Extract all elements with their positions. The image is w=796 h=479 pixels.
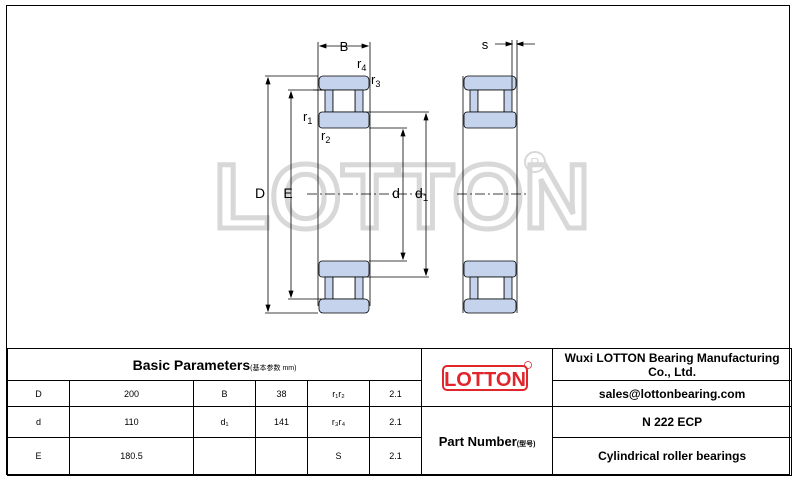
param-value: 141 — [255, 406, 308, 438]
param-key: S — [307, 436, 370, 477]
label-r4: r4 — [357, 56, 366, 73]
param-key: D — [7, 380, 70, 408]
label-B: B — [340, 39, 349, 54]
param-value: 110 — [69, 406, 194, 438]
param-key: r₁r₂ — [307, 380, 370, 408]
lotton-logo: LOTTON — [421, 347, 554, 408]
label-d: d — [392, 185, 400, 201]
part-number-value: N 222 ECP — [552, 406, 793, 438]
param-key: d₁ — [193, 406, 256, 438]
param-value: 2.1 — [368, 380, 423, 408]
datasheet: LOTTON R — [6, 5, 793, 477]
param-key — [193, 436, 256, 477]
company-email[interactable]: sales@lottonbearing.com — [552, 380, 793, 408]
param-key: d — [7, 406, 70, 438]
param-value: 2.1 — [368, 436, 423, 477]
label-r2: r2 — [321, 128, 330, 145]
bearing-drawing: LOTTON R — [211, 37, 593, 314]
param-value — [255, 436, 308, 477]
lotton-watermark: LOTTON R — [211, 144, 593, 251]
side-view — [457, 40, 535, 314]
svg-text:LOTTON: LOTTON — [214, 146, 591, 248]
basic-parameters-title: Basic Parameters(基本参数 mm) — [6, 347, 423, 382]
param-value: 38 — [255, 380, 308, 408]
parameter-table: Basic Parameters(基本参数 mm) LOTTON Wuxi LO… — [6, 347, 793, 477]
label-s: s — [482, 37, 489, 52]
param-key: B — [193, 380, 256, 408]
bearing-type: Cylindrical roller bearings — [552, 436, 793, 477]
param-value: 200 — [69, 380, 194, 408]
param-key: E — [7, 436, 70, 477]
param-value: 2.1 — [368, 406, 423, 438]
label-d1: d1 — [415, 185, 429, 204]
label-r1: r1 — [303, 109, 312, 126]
section-view — [265, 42, 429, 314]
param-key: r₃r₄ — [307, 406, 370, 438]
company-name: Wuxi LOTTON Bearing Manufacturing Co., L… — [552, 347, 793, 382]
param-value: 180.5 — [69, 436, 194, 477]
label-r3: r3 — [371, 72, 380, 89]
svg-text:LOTTON: LOTTON — [444, 369, 526, 391]
svg-text:R: R — [530, 155, 539, 170]
label-E: E — [283, 185, 292, 201]
label-D: D — [255, 185, 265, 201]
part-number-label: Part Number(型号) — [421, 406, 554, 476]
